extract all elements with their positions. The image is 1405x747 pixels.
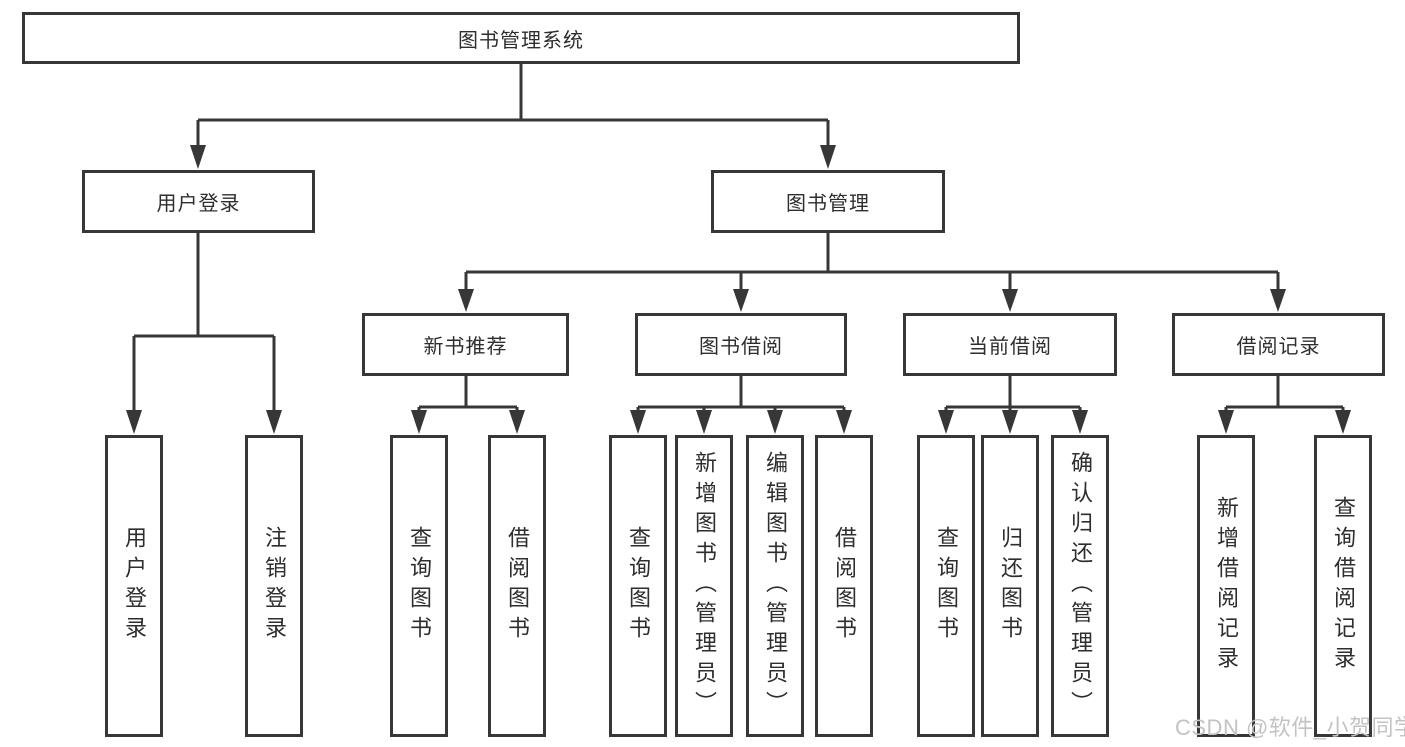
leaf-user-login: 用户登录 (105, 435, 163, 737)
node-new-book-recommend: 新书推荐 (362, 313, 569, 376)
node-user-login: 用户登录 (82, 170, 315, 233)
leaf-add-books-admin: 新增图书（管理员） (675, 435, 733, 737)
leaf-query-books-current: 查询图书 (917, 435, 975, 737)
leaf-return-books: 归还图书 (981, 435, 1039, 737)
node-current-borrowing: 当前借阅 (903, 313, 1117, 376)
node-root: 图书管理系统 (22, 12, 1020, 64)
node-book-management: 图书管理 (711, 170, 945, 233)
leaf-add-borrow-record: 新增借阅记录 (1197, 435, 1255, 737)
leaf-query-books-recommend: 查询图书 (390, 435, 448, 737)
node-borrowing-records: 借阅记录 (1172, 313, 1385, 376)
leaf-query-books-borrowing: 查询图书 (609, 435, 667, 737)
leaf-borrow-books-recommend: 借阅图书 (488, 435, 546, 737)
leaf-confirm-return-admin: 确认归还（管理员） (1051, 435, 1109, 737)
leaf-borrow-books: 借阅图书 (815, 435, 873, 737)
node-book-borrowing: 图书借阅 (635, 313, 847, 376)
leaf-logout: 注销登录 (245, 435, 303, 737)
leaf-query-borrow-record: 查询借阅记录 (1314, 435, 1372, 737)
leaf-edit-books-admin: 编辑图书（管理员） (746, 435, 804, 737)
